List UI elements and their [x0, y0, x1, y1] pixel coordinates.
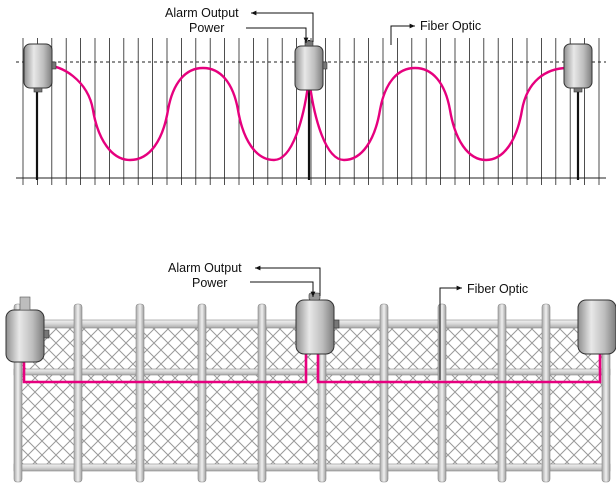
bottom-alarm-output-label: Alarm Output	[168, 261, 242, 275]
fence-post	[379, 303, 389, 483]
bottom-lower-rail	[13, 463, 611, 472]
top-alarm-output-label: Alarm Output	[165, 6, 239, 20]
top-sensor-center	[294, 40, 328, 91]
bottom-fiber-optic-label: Fiber Optic	[467, 282, 528, 296]
top-fence-diagram: Alarm Output Power Fiber Optic	[16, 6, 606, 185]
bottom-sensor-left	[5, 296, 50, 363]
fence-post	[437, 303, 447, 483]
top-sensor-left	[23, 43, 57, 93]
bottom-fence-diagram: Alarm Output Power Fiber Optic	[5, 261, 616, 483]
bottom-fiber-optic-cable	[22, 350, 308, 384]
bottom-power-label: Power	[192, 276, 227, 290]
top-fiber-optic-label: Fiber Optic	[420, 19, 481, 33]
top-arrow-icon	[246, 10, 415, 45]
bottom-fiber-optic-cable-right	[316, 350, 602, 384]
fence-post	[73, 303, 83, 483]
top-power-label: Power	[189, 21, 224, 35]
fence-post	[257, 303, 267, 483]
top-sensor-right	[563, 43, 593, 93]
bottom-sensor-center	[295, 292, 340, 355]
fence-post	[135, 303, 145, 483]
bottom-arrow-icon	[250, 265, 462, 380]
fence-post	[197, 303, 207, 483]
fence-post	[541, 303, 551, 483]
fence-post	[497, 303, 507, 483]
bottom-middle-rail	[13, 368, 611, 376]
bottom-sensor-right	[577, 299, 616, 355]
